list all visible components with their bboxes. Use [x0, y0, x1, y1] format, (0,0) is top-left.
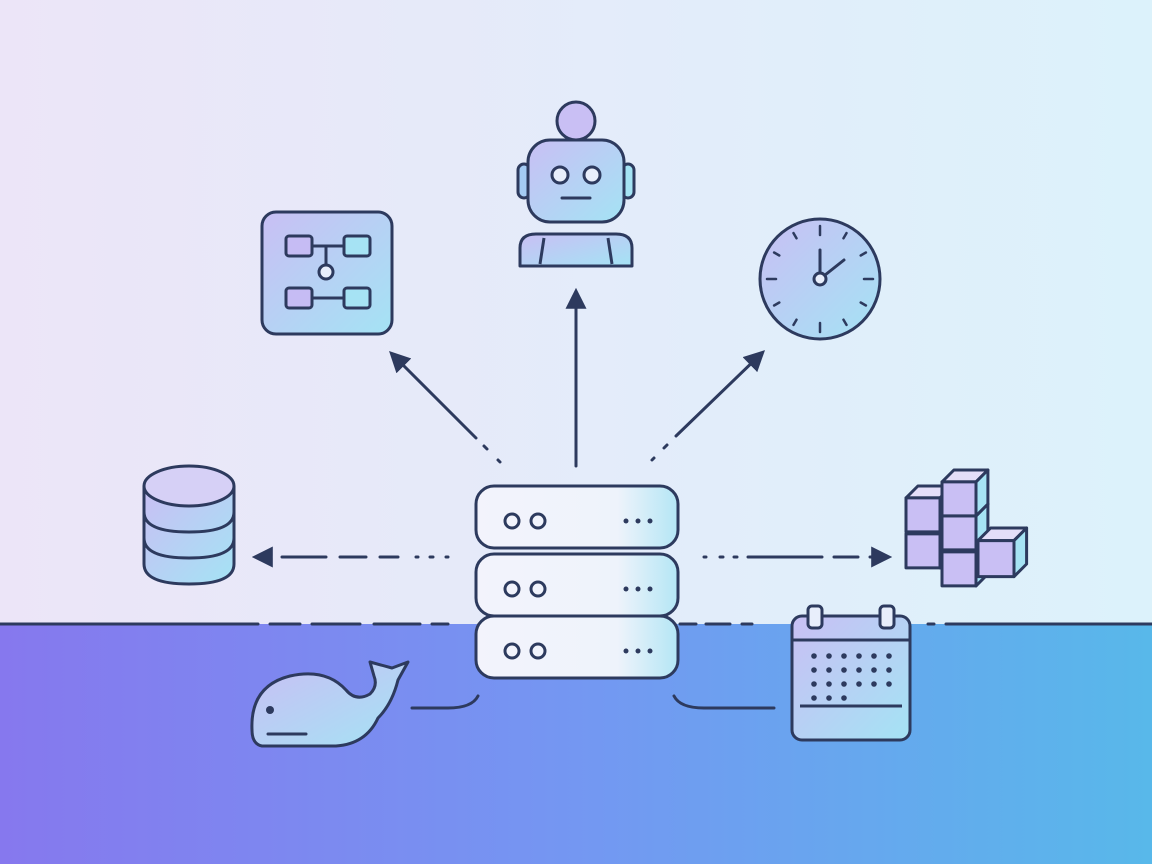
- calendar-day-dot: [826, 681, 832, 687]
- clock-tick: [772, 251, 781, 257]
- calendar-day-dot: [811, 695, 817, 701]
- clock-tick: [842, 231, 848, 240]
- calendar-day-dot: [811, 667, 817, 673]
- calendar-day-dot: [856, 653, 862, 659]
- clock-tick: [859, 301, 868, 307]
- calendar-day-dot: [811, 681, 817, 687]
- robot-icon: [516, 100, 636, 268]
- calendar-day-dot: [826, 667, 832, 673]
- clock-tick: [842, 318, 848, 327]
- calendar-day-dot: [856, 681, 862, 687]
- clock-tick: [772, 301, 781, 307]
- calendar-day-dot: [826, 695, 832, 701]
- calendar-day-dot: [856, 667, 862, 673]
- clock-tick: [792, 231, 798, 240]
- calendar-day-dot: [871, 653, 877, 659]
- link-to-calendar: [672, 694, 776, 710]
- cubes-icon: [904, 468, 1029, 588]
- server-unit: [474, 484, 680, 550]
- workflow-icon: [260, 210, 394, 336]
- clock-tick: [859, 251, 868, 257]
- calendar-day-dot: [871, 681, 877, 687]
- arrow-to-workflow: [389, 351, 502, 464]
- calendar-day-dot: [886, 667, 892, 673]
- server-stack-icon: [474, 484, 680, 680]
- calendar-day-dot: [826, 653, 832, 659]
- calendar-day-dot: [841, 653, 847, 659]
- connectors: [251, 287, 893, 710]
- arrow-to-clock: [650, 350, 766, 462]
- database-icon: [142, 464, 236, 586]
- calendar-day-dot: [871, 667, 877, 673]
- calendar-day-dot: [841, 667, 847, 673]
- clock-tick: [792, 318, 798, 327]
- calendar-day-dot: [811, 653, 817, 659]
- cube: [940, 468, 990, 518]
- whale-icon: [250, 660, 410, 748]
- calendar-day-dot: [841, 695, 847, 701]
- server-unit: [474, 552, 680, 618]
- calendar-day-dot: [886, 681, 892, 687]
- calendar-day-dot: [841, 681, 847, 687]
- link-to-whale: [410, 694, 480, 710]
- calendar-day-dot: [886, 653, 892, 659]
- cube: [976, 526, 1029, 579]
- server-unit: [474, 614, 680, 680]
- calendar-icon: [790, 604, 912, 742]
- clock-icon: [758, 217, 882, 341]
